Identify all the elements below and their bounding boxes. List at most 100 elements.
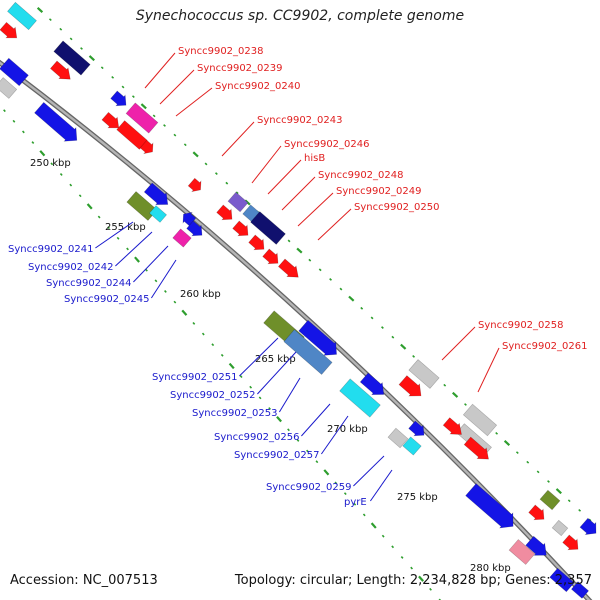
gene-feature[interactable]	[143, 181, 173, 210]
gene-feature[interactable]	[549, 567, 575, 593]
gene-feature[interactable]	[359, 371, 389, 400]
tick-mark	[348, 295, 355, 302]
label-leader-line	[278, 377, 301, 413]
tick-mark	[418, 575, 425, 582]
gene-feature[interactable]	[297, 319, 342, 361]
gene-feature[interactable]	[250, 211, 286, 245]
gene-feature[interactable]	[231, 219, 252, 240]
gene-feature[interactable]	[283, 329, 333, 375]
gene-feature[interactable]	[408, 359, 440, 389]
tick-mark	[22, 130, 25, 134]
gene-feature[interactable]	[527, 503, 548, 524]
gene-label-forward: Syncc9902_0249	[336, 186, 422, 197]
gene-feature[interactable]	[33, 101, 83, 147]
gene-feature[interactable]	[0, 57, 29, 87]
label-leader-line	[239, 337, 279, 377]
tick-mark	[80, 47, 83, 50]
gene-feature[interactable]	[172, 228, 192, 248]
tick-mark	[306, 449, 309, 453]
gene-feature[interactable]	[125, 102, 159, 134]
gene-feature[interactable]	[551, 519, 569, 537]
gene-feature[interactable]	[149, 205, 167, 223]
tick-mark	[192, 151, 199, 158]
gene-label-reverse: pyrE	[344, 497, 367, 508]
tick-mark	[116, 236, 120, 240]
tick-mark	[239, 375, 243, 379]
gene-feature[interactable]	[53, 40, 91, 76]
gene-label-reverse: Syncc9902_0257	[234, 450, 320, 461]
gene-feature[interactable]	[0, 21, 21, 43]
tick-mark	[296, 247, 303, 254]
gene-feature[interactable]	[277, 258, 303, 283]
tick-mark	[163, 124, 166, 127]
gene-feature[interactable]	[561, 533, 582, 554]
gene-feature[interactable]	[116, 120, 148, 150]
gene-feature[interactable]	[524, 535, 551, 562]
tick-mark	[225, 181, 229, 185]
tick-mark	[362, 513, 366, 517]
gene-feature[interactable]	[571, 581, 589, 599]
scale-label: 265 kbp	[255, 354, 296, 365]
gene-feature[interactable]	[187, 177, 205, 195]
gene-feature[interactable]	[579, 517, 600, 540]
tick-mark	[391, 335, 395, 339]
gene-feature[interactable]	[339, 378, 381, 418]
gene-feature[interactable]	[179, 209, 197, 227]
gene-feature[interactable]	[49, 60, 75, 85]
tick-mark	[323, 469, 330, 476]
label-leader-line	[115, 231, 153, 267]
label-leader-line	[353, 455, 385, 487]
gene-label-forward: Syncc9902_0239	[197, 63, 283, 74]
tick-mark	[201, 332, 205, 336]
label-leader-line	[133, 245, 169, 283]
tick-mark	[192, 321, 196, 325]
gene-feature[interactable]	[227, 191, 249, 213]
gene-feature[interactable]	[247, 233, 268, 254]
tick-mark	[329, 278, 332, 281]
gene-feature[interactable]	[402, 436, 422, 456]
gene-feature[interactable]	[7, 1, 37, 31]
gene-label-forward: Syncc9902_0261	[502, 341, 588, 352]
backbone	[0, 61, 591, 600]
scale-label: 280 kbp	[470, 563, 511, 574]
tick-mark	[360, 306, 364, 310]
gene-feature[interactable]	[185, 219, 206, 240]
gene-feature[interactable]	[463, 436, 493, 465]
gene-label-forward: Syncc9902_0250	[354, 202, 440, 213]
gene-feature[interactable]	[261, 247, 282, 268]
tick-mark	[140, 103, 147, 110]
gene-label-reverse: Syncc9902_0256	[214, 432, 300, 443]
tick-mark	[107, 226, 111, 230]
gene-feature[interactable]	[0, 77, 18, 99]
gene-feature[interactable]	[539, 489, 561, 511]
tick-mark	[308, 258, 312, 262]
gene-feature[interactable]	[101, 111, 124, 133]
gene-feature[interactable]	[407, 419, 428, 440]
tick-mark	[59, 173, 63, 176]
tick-mark	[181, 309, 188, 316]
tick-mark	[438, 598, 442, 600]
label-leader-line	[320, 415, 349, 455]
tick-mark	[173, 133, 177, 137]
gene-feature[interactable]	[508, 539, 536, 565]
tick-mark	[381, 326, 384, 329]
tick-mark	[12, 119, 16, 123]
gene-feature[interactable]	[462, 403, 498, 437]
gene-feature[interactable]	[464, 482, 519, 534]
gene-feature[interactable]	[215, 203, 236, 224]
tick-mark	[567, 499, 571, 503]
gene-label-reverse: Syncc9902_0241	[8, 244, 94, 255]
gene-feature[interactable]	[398, 374, 427, 402]
label-leader-line	[281, 176, 316, 211]
tick-mark	[220, 353, 224, 357]
gene-feature[interactable]	[387, 427, 409, 449]
gene-feature[interactable]	[442, 416, 466, 440]
tick-mark	[555, 488, 562, 495]
tick-mark	[134, 256, 140, 263]
tick-mark	[59, 27, 63, 31]
tick-mark	[429, 587, 432, 591]
gene-feature[interactable]	[139, 139, 157, 157]
gene-feature[interactable]	[109, 89, 130, 110]
